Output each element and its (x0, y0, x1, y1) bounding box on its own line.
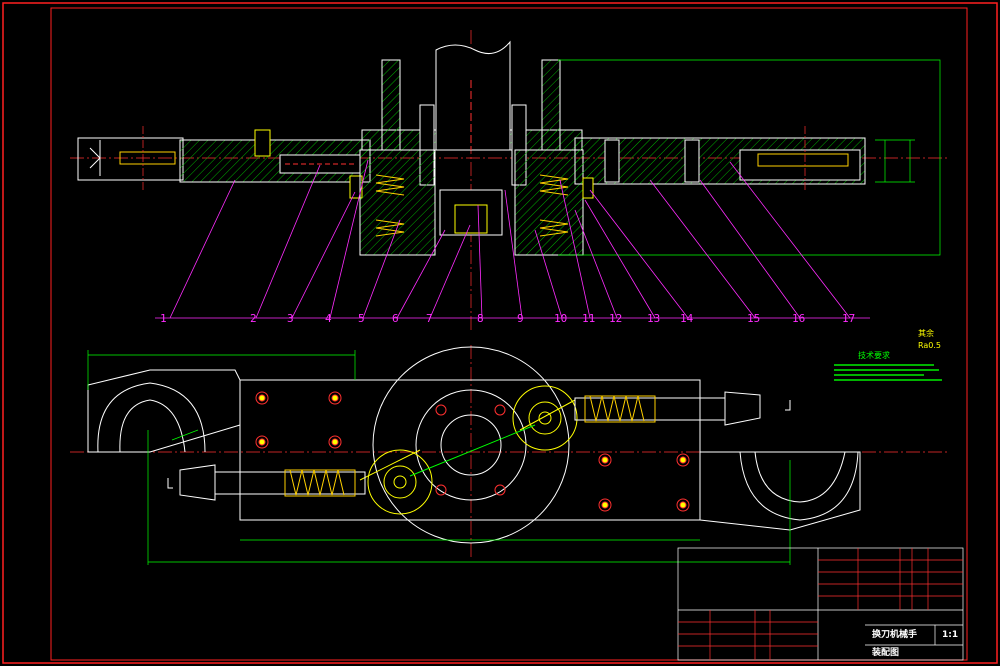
part-number-12: 12 (609, 312, 623, 325)
part-number-15: 15 (747, 312, 761, 325)
roughness-label: 其余 (918, 329, 934, 338)
part-number-1: 1 (160, 312, 167, 325)
part-number-11: 11 (582, 312, 596, 325)
part-number-10: 10 (554, 312, 568, 325)
part-number-4: 4 (325, 312, 332, 325)
part-number-14: 14 (680, 312, 694, 325)
part-number-5: 5 (358, 312, 365, 325)
part-number-2: 2 (250, 312, 257, 325)
part-number-16: 16 (792, 312, 806, 325)
tech-requirements-lines (834, 361, 944, 384)
roughness-value: Ra0.5 (918, 341, 942, 350)
part-number-6: 6 (392, 312, 399, 325)
title-block (677, 547, 964, 661)
plan-view (70, 345, 950, 565)
section-view (70, 30, 950, 330)
part-number-8: 8 (477, 312, 484, 325)
tech-requirements-heading: 技术要求 (858, 351, 890, 360)
drawing-name: 换刀机械手 (872, 630, 918, 640)
part-number-3: 3 (287, 312, 294, 325)
inner-frame (50, 7, 968, 661)
part-number-7: 7 (426, 312, 433, 325)
drawing-type: 装配图 (872, 648, 900, 658)
part-number-13: 13 (647, 312, 661, 325)
part-number-9: 9 (517, 312, 524, 325)
part-number-17: 17 (842, 312, 856, 325)
drawing-scale: 1:1 (942, 630, 959, 640)
